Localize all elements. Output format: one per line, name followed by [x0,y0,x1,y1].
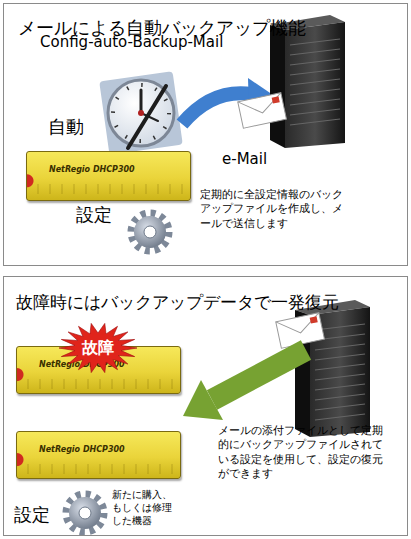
device-note: 新たに購入、もしくは修理した機器 [112,488,176,527]
panel-title: 故障時にはバックアップデータで一発復元 [16,291,339,314]
restore-arrow [183,350,306,420]
description-note: 定期的に全設定情報のバックアップファイルを作成し、メールで送信します [200,188,352,231]
router-device: NetRegio DHCP300 [16,431,181,479]
function-name: Config-auto-Backup-Mail [40,33,223,53]
setting-label: 設定 [14,503,50,526]
clock-icon [99,71,183,155]
router-device: NetRegio DHCP300 [26,151,191,201]
settings-gear [131,213,169,251]
failure-text: 故障 [82,338,114,359]
description-note: メールの添付ファイルとして定期的にバックアップファイルされている設定を使用して、… [218,424,386,481]
device-model: NetRegio DHCP300 [39,445,125,454]
router-device: NetRegio DHCP300故障 [16,346,181,394]
settings-gear [66,494,104,532]
auto-label: 自動 [48,115,84,138]
panel-frame: 故障時にはバックアップデータで一発復元NetRegio DHCP300故障Net… [3,276,408,536]
device-model: NetRegio DHCP300 [49,165,135,174]
setting-label: 設定 [76,203,112,226]
email-label: e-Mail [222,150,267,170]
failure-burst: 故障 [59,323,137,373]
